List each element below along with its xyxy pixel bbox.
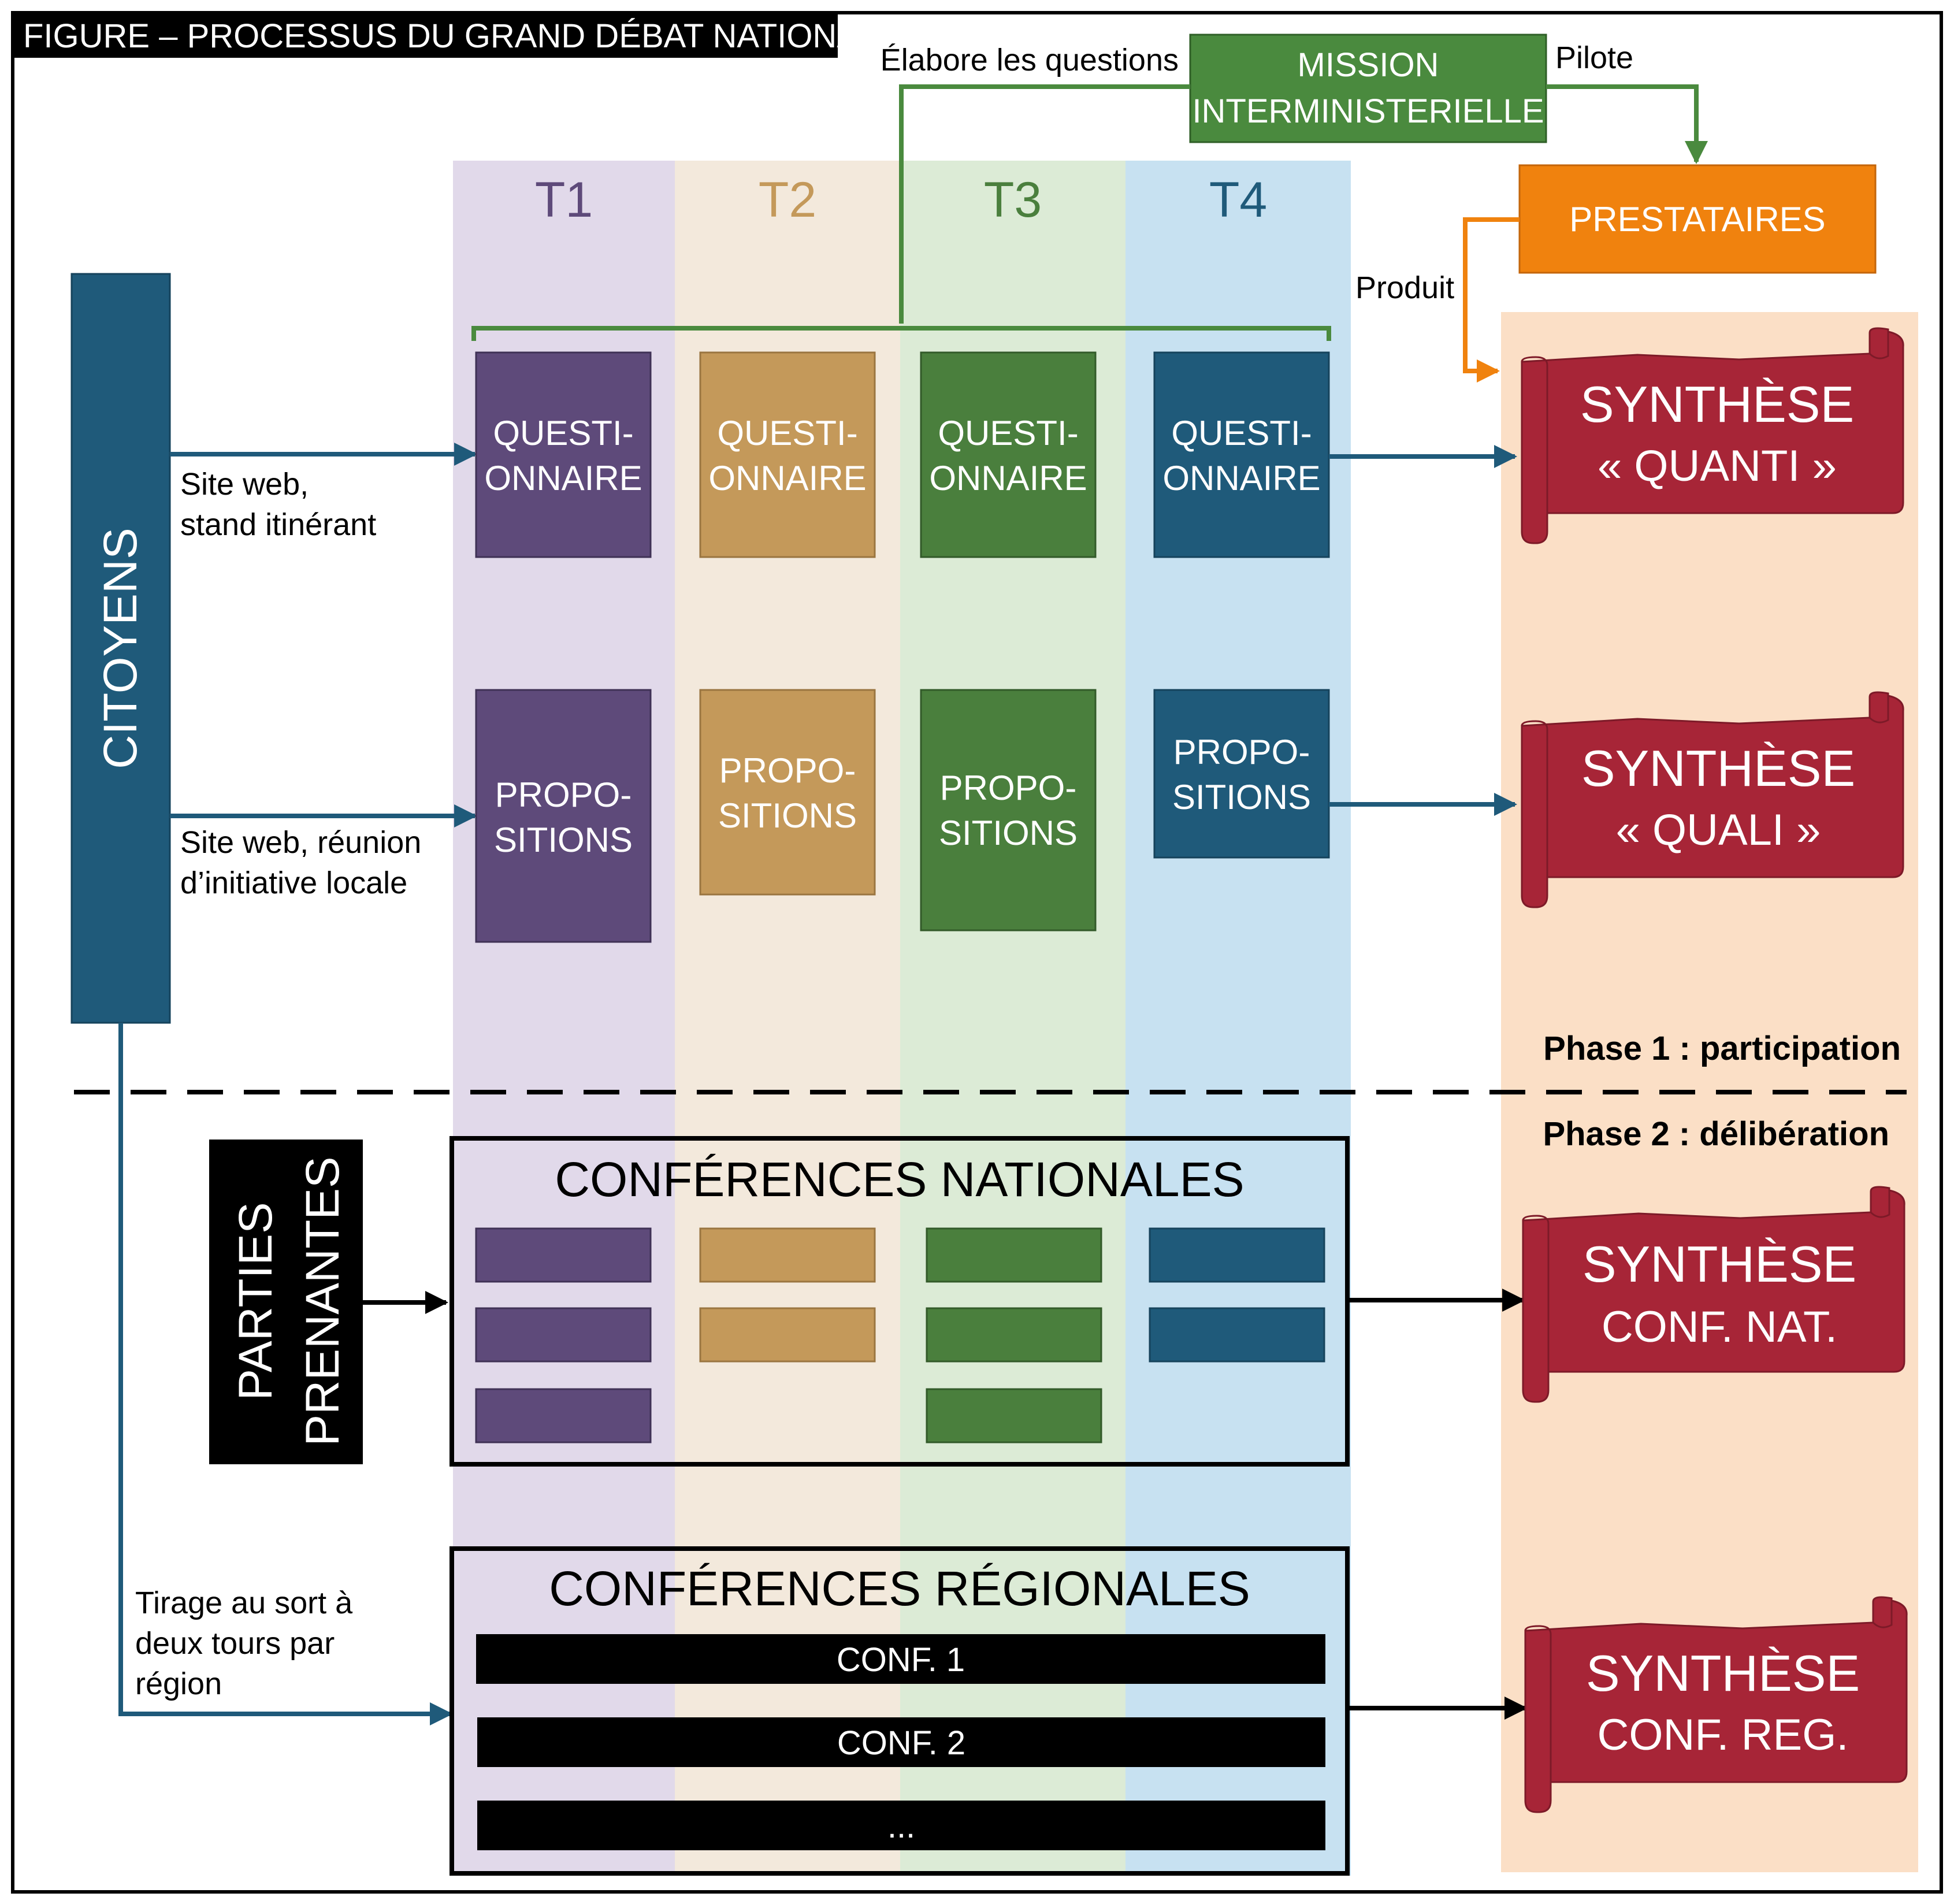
svg-text:SITIONS: SITIONS: [494, 821, 633, 859]
synthese-conf-nat-line2: CONF. NAT.: [1602, 1302, 1837, 1352]
conf-nat-t2-slot-1: [699, 1227, 876, 1283]
site-web-1-line1: Site web,: [180, 467, 309, 502]
conf-nat-t4-slot-1: [1149, 1227, 1325, 1283]
questionnaire-t4: QUESTI- ONNAIRE: [1153, 351, 1330, 558]
title-bar: [13, 13, 838, 58]
tirage-line2: deux tours par: [135, 1626, 335, 1661]
prestataires-label: PRESTATAIRES: [1569, 200, 1825, 239]
conf-reg-item-3-label: ...: [887, 1807, 915, 1845]
synthese-quali-line1: SYNTHÈSE: [1581, 740, 1855, 797]
synthese-quanti-scroll: SYNTHÈSE « QUANTI »: [1521, 327, 1904, 544]
svg-text:QUESTI-: QUESTI-: [938, 414, 1078, 452]
parties-prenantes-box: [209, 1140, 363, 1464]
conf-reg-frame: [450, 1546, 1350, 1876]
synthese-quanti-line1: SYNTHÈSE: [1580, 376, 1854, 433]
elabore-connector: [899, 84, 1190, 324]
mission-label-line2: INTERMINISTERIELLE: [1192, 92, 1544, 130]
conf-nat-t3-slot-1: [926, 1227, 1102, 1283]
propositions-t4: PROPO- SITIONS: [1153, 689, 1330, 859]
synthese-conf-nat-line1: SYNTHÈSE: [1582, 1235, 1856, 1293]
elabore-label: Élabore les questions: [881, 43, 1179, 77]
citoyens-box: [70, 273, 171, 1024]
synthese-quali-line2: « QUALI »: [1616, 806, 1821, 855]
propositions-t3: PROPO- SITIONS: [920, 689, 1097, 931]
svg-text:ONNAIRE: ONNAIRE: [484, 459, 642, 498]
parties-label-line1: PARTIES: [229, 1202, 282, 1400]
theme-t1: T1: [535, 172, 593, 228]
svg-text:PROPO-: PROPO-: [1173, 733, 1310, 771]
svg-text:SITIONS: SITIONS: [718, 796, 857, 835]
questionnaire-t1: QUESTI- ONNAIRE: [475, 351, 652, 558]
svg-text:QUESTI-: QUESTI-: [1171, 414, 1312, 452]
svg-text:SITIONS: SITIONS: [1172, 778, 1311, 816]
phase2-label: Phase 2 : délibération: [1543, 1115, 1889, 1153]
svg-text:QUESTI-: QUESTI-: [493, 414, 633, 452]
synthese-conf-reg-line2: CONF. REG.: [1598, 1710, 1849, 1760]
figure-title: FIGURE – PROCESSUS DU GRAND DÉBAT NATION…: [23, 17, 878, 55]
site-web-2-line1: Site web, réunion: [180, 825, 421, 860]
site-web-2-line2: d’initiative locale: [180, 866, 407, 900]
conf-reg-item-1-label: CONF. 1: [837, 1641, 965, 1679]
parties-label-line2: PRENANTES: [296, 1156, 349, 1446]
conf-nat-t4-slot-2: [1149, 1307, 1325, 1363]
tirage-line3: région: [135, 1667, 222, 1701]
conf-reg-title: CONFÉRENCES RÉGIONALES: [549, 1561, 1250, 1616]
synthese-quanti-line2: « QUANTI »: [1598, 441, 1837, 491]
conf-reg-item-1: [476, 1634, 1325, 1684]
conf-reg-item-3: [477, 1801, 1325, 1850]
citoyens-label: CITOYENS: [94, 528, 147, 769]
theme-t2: T2: [759, 172, 816, 228]
svg-text:SITIONS: SITIONS: [939, 814, 1078, 852]
synthese-quali-scroll: SYNTHÈSE « QUALI »: [1521, 691, 1904, 908]
pilote-label: Pilote: [1555, 40, 1633, 75]
theme-t3: T3: [984, 172, 1042, 228]
conf-nat-title: CONFÉRENCES NATIONALES: [555, 1152, 1244, 1207]
conf-reg-item-2: [477, 1717, 1325, 1767]
svg-text:ONNAIRE: ONNAIRE: [1162, 459, 1320, 498]
svg-text:PROPO-: PROPO-: [719, 751, 856, 790]
propositions-t1: PROPO- SITIONS: [475, 689, 652, 943]
conf-nat-t1-slot-2: [475, 1307, 652, 1363]
propositions-t2: PROPO- SITIONS: [699, 689, 876, 896]
svg-text:PROPO-: PROPO-: [940, 769, 1077, 807]
theme-t4: T4: [1209, 172, 1267, 228]
outer-frame: [11, 11, 1943, 1894]
produit-arrow: [1463, 217, 1520, 383]
synthese-conf-reg-scroll: SYNTHÈSE CONF. REG.: [1524, 1596, 1908, 1813]
tirage-line1: Tirage au sort à: [135, 1586, 353, 1620]
conf-nat-t1-slot-1: [475, 1227, 652, 1283]
site-web-1-line2: stand itinérant: [180, 507, 376, 542]
produit-label: Produit: [1355, 270, 1454, 305]
questionnaire-t3: QUESTI- ONNAIRE: [920, 351, 1097, 558]
phase1-label: Phase 1 : participation: [1543, 1030, 1901, 1067]
conf-reg-item-2-label: CONF. 2: [837, 1724, 965, 1762]
conf-nat-t1-slot-3: [475, 1388, 652, 1443]
synthese-conf-nat-scroll: SYNTHÈSE CONF. NAT.: [1522, 1186, 1905, 1403]
questionnaire-t2: QUESTI- ONNAIRE: [699, 351, 876, 558]
svg-text:PROPO-: PROPO-: [495, 775, 632, 814]
synthese-conf-reg-line1: SYNTHÈSE: [1586, 1645, 1860, 1702]
mission-label-line1: MISSION: [1298, 46, 1439, 84]
svg-text:ONNAIRE: ONNAIRE: [708, 459, 866, 498]
pilote-arrow: [1546, 84, 1708, 164]
conf-nat-t3-slot-2: [926, 1307, 1102, 1363]
svg-text:ONNAIRE: ONNAIRE: [929, 459, 1087, 498]
conf-nat-t2-slot-2: [699, 1307, 876, 1363]
conf-nat-t3-slot-3: [926, 1388, 1102, 1443]
citoyens-to-conf-reg-arrow: [118, 1023, 453, 1725]
svg-text:QUESTI-: QUESTI-: [717, 414, 857, 452]
questionnaire-bracket: [471, 326, 1331, 341]
